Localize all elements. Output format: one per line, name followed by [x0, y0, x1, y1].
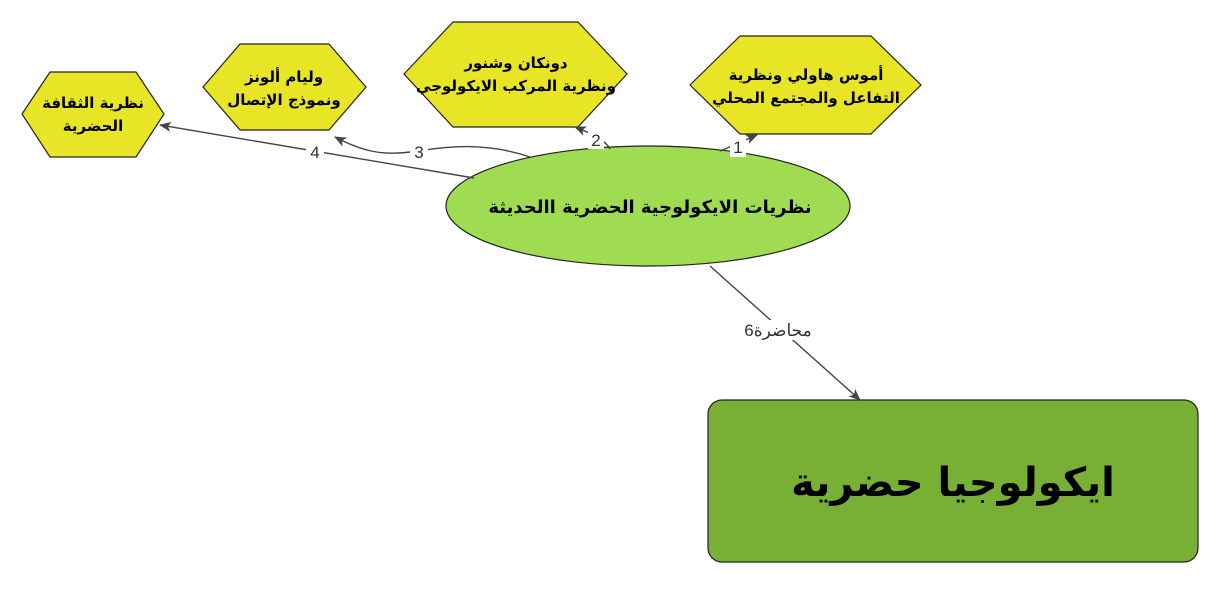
node-duncan-theory[interactable]: دونكان وشنور ونظرية المركب الايكولوجي [403, 21, 628, 128]
node-label: ايكولوجيا حضرية [791, 460, 1115, 506]
node-label: وليام ألونز [244, 67, 323, 86]
edge-label: 1 [733, 138, 742, 157]
node-label: نظرية الثقافة [42, 94, 144, 112]
node-label: أموس هاولي ونظرية [729, 65, 884, 84]
edge-4[interactable]: 4 [159, 121, 475, 179]
node-modern-theories[interactable]: نظريات الايكولوجية الحضرية االحديثة [445, 145, 851, 267]
edge-6[interactable]: محاضرة6 [709, 265, 861, 401]
edge-3[interactable]: 3 [334, 136, 531, 162]
node-label: ونموذج الإتصال [227, 91, 341, 109]
node-label: التفاعل والمجتمع المحلي [712, 89, 900, 107]
node-urban-culture-theory[interactable]: نظرية الثقافة الحضرية [21, 71, 165, 158]
edge-label: 2 [591, 131, 600, 150]
node-wirth-model[interactable]: وليام ألونز ونموذج الإتصال [202, 43, 367, 131]
edge-label: محاضرة6 [744, 321, 811, 340]
node-hawley-theory[interactable]: أموس هاولي ونظرية التفاعل والمجتمع المحل… [689, 35, 922, 135]
edge-2[interactable]: 2 [574, 126, 611, 150]
node-label: ونظرية المركب الايكولوجي [416, 77, 616, 95]
node-label: نظريات الايكولوجية الحضرية االحديثة [488, 197, 811, 218]
edge-1[interactable]: 1 [719, 134, 758, 157]
node-label: الحضرية [63, 117, 123, 135]
edge-label: 4 [310, 143, 319, 162]
edge-label: 3 [414, 143, 423, 162]
node-label: دونكان وشنور [463, 54, 568, 72]
node-urban-ecology[interactable]: ايكولوجيا حضرية [707, 399, 1199, 563]
